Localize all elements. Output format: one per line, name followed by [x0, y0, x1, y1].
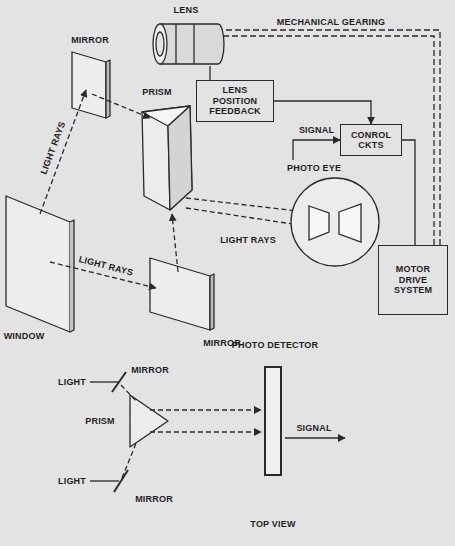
mirror-lower-edge	[210, 274, 214, 330]
connector-line	[222, 36, 434, 245]
top-view	[90, 372, 345, 492]
part-label: SIGNAL	[296, 423, 331, 433]
process-box: CONROL CKTS	[340, 124, 402, 156]
connector	[402, 140, 415, 245]
connector-line	[293, 140, 340, 160]
part-label: MIRROR	[71, 35, 109, 45]
node-heading: PHOTO EYE	[285, 160, 385, 173]
lens-assembly: LENS	[150, 4, 222, 66]
photo-eye-disc	[291, 178, 379, 266]
edge-label: MECHANICAL GEARING	[275, 17, 387, 27]
connector-line	[274, 101, 371, 124]
part-label: LIGHT	[58, 476, 86, 486]
node-heading: PHOTO DETECTOR	[231, 340, 319, 350]
part-label: MIRROR	[203, 338, 241, 348]
lens-front	[153, 24, 167, 64]
box-label: MOTOR DRIVE SYSTEM	[382, 264, 444, 295]
connector	[210, 66, 211, 80]
photo-eye-body	[291, 178, 379, 266]
photo-eye: PHOTO EYE	[285, 160, 385, 272]
part-label: WINDOW	[4, 331, 45, 341]
lens-barrel	[160, 24, 224, 64]
edge-label: SIGNAL	[297, 125, 336, 135]
mirror-lower	[150, 258, 210, 330]
part-label: LIGHT RAYS	[220, 235, 276, 245]
connector-line	[402, 140, 415, 245]
connector	[293, 140, 340, 160]
photo-cell	[309, 206, 329, 240]
box-label: LENS POSITION FEEDBACK	[200, 85, 270, 116]
part-label: PRISM	[85, 416, 115, 426]
lens-ring	[193, 24, 194, 64]
photo-cell	[339, 204, 361, 242]
mirror-top	[72, 52, 106, 118]
photo-eye-symbol	[285, 160, 385, 272]
view-caption: TOP VIEW	[250, 519, 295, 529]
node-heading: LENS	[150, 4, 222, 15]
lens-ring	[175, 24, 176, 64]
part-label: MIRROR	[131, 365, 169, 375]
connector	[274, 101, 371, 124]
part-label: LIGHT RAYS	[78, 254, 135, 278]
mirror-top-edge	[106, 60, 110, 118]
part-label: LIGHT	[58, 377, 86, 387]
part-label: MIRROR	[135, 494, 173, 504]
prism-3d	[142, 106, 192, 210]
connector-line	[209, 66, 210, 80]
lens-glass	[156, 32, 164, 56]
window-edge	[70, 220, 74, 332]
part-label: PRISM	[142, 87, 172, 97]
photo-detector: PHOTO DETECTOR	[264, 366, 282, 476]
box-label: CONROL CKTS	[344, 130, 398, 151]
part-label: LIGHT RAYS	[38, 120, 67, 176]
process-box: LENS POSITION FEEDBACK	[196, 80, 274, 122]
process-box: MOTOR DRIVE SYSTEM	[378, 245, 448, 315]
lens-body	[153, 24, 224, 64]
